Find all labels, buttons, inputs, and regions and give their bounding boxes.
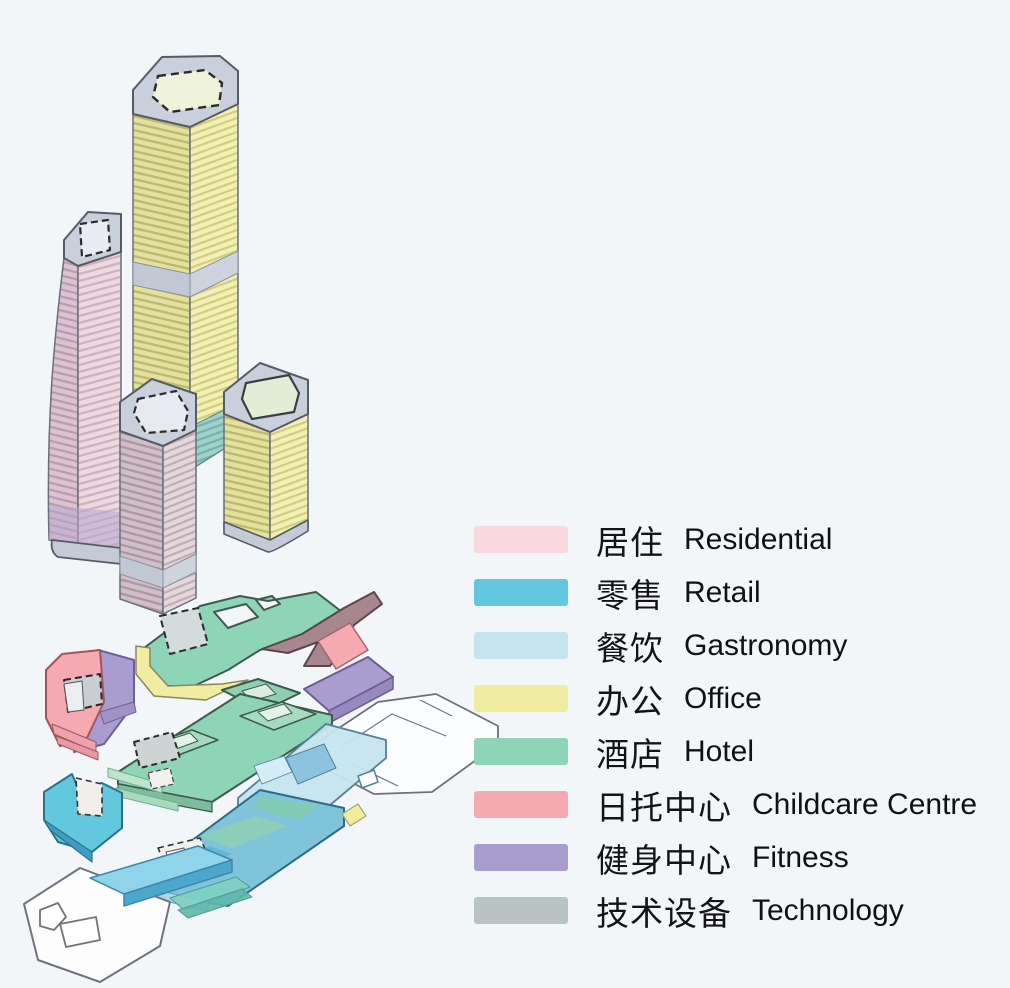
legend-swatch-gastronomy xyxy=(474,632,568,659)
podium-roof-core-outline xyxy=(159,607,209,655)
legend-swatch-childcare xyxy=(474,791,568,818)
hotel-plate xyxy=(107,678,333,813)
tower-office-right xyxy=(223,362,309,553)
legend-item-hotel: 酒店 Hotel xyxy=(474,725,977,778)
legend: 居住 Residential 零售 Retail 餐饮 Gastronomy 办… xyxy=(474,513,977,937)
legend-label-en: Gastronomy xyxy=(684,628,848,662)
legend-label-zh: 技术设备 xyxy=(596,894,732,932)
legend-label-en: Retail xyxy=(684,575,761,609)
tower-residential xyxy=(47,211,122,565)
retail-block xyxy=(43,773,123,863)
legend-label-zh: 日托中心 xyxy=(596,788,732,826)
fitness-slab xyxy=(303,656,394,724)
legend-label-en: Childcare Centre xyxy=(752,787,978,821)
access-strip xyxy=(89,845,233,907)
tower-c-core-outline xyxy=(132,389,190,435)
legend-label-zh: 办公 xyxy=(596,682,664,720)
legend-item-office: 办公 Office xyxy=(474,672,977,725)
legend-label-en: Technology xyxy=(752,893,904,927)
tower-a-core-outline xyxy=(151,68,224,114)
childcare-block xyxy=(45,649,137,761)
tower-b-base xyxy=(50,539,122,565)
legend-item-residential: 居住 Residential xyxy=(474,513,977,566)
retail-office-tab xyxy=(341,803,367,827)
legend-swatch-retail xyxy=(474,579,568,606)
legend-label-zh: 餐饮 xyxy=(596,629,664,667)
tower-d-base xyxy=(223,519,309,553)
tower-d-core-outline xyxy=(240,373,301,421)
legend-label-zh: 居住 xyxy=(596,523,664,561)
legend-label-zh: 零售 xyxy=(596,576,664,614)
tower-b-fitness-band xyxy=(49,505,121,548)
legend-swatch-residential xyxy=(474,526,568,553)
legend-item-technology: 技术设备 Technology xyxy=(474,884,977,937)
legend-item-retail: 零售 Retail xyxy=(474,566,977,619)
legend-item-gastronomy: 餐饮 Gastronomy xyxy=(474,619,977,672)
legend-swatch-fitness xyxy=(474,844,568,871)
podium-office-band xyxy=(135,645,249,701)
hotel-core-outline xyxy=(133,731,181,769)
legend-label-zh: 健身中心 xyxy=(596,841,732,879)
tower-b-core-outline xyxy=(78,218,112,259)
legend-swatch-office xyxy=(474,685,568,712)
tower-c-tech-band xyxy=(119,553,197,589)
legend-swatch-technology xyxy=(474,897,568,924)
podium-roof-plate xyxy=(135,591,394,724)
legend-label-en: Residential xyxy=(684,522,833,556)
legend-item-childcare: 日托中心 Childcare Centre xyxy=(474,778,977,831)
link-bridge xyxy=(317,622,369,670)
legend-label-zh: 酒店 xyxy=(596,735,664,773)
legend-label-en: Hotel xyxy=(684,734,755,768)
legend-label-en: Fitness xyxy=(752,840,849,874)
legend-item-fitness: 健身中心 Fitness xyxy=(474,831,977,884)
retail-block-core-outline xyxy=(75,777,103,817)
tower-front-small xyxy=(119,378,197,615)
legend-swatch-hotel xyxy=(474,738,568,765)
tower-a-tech-band xyxy=(132,250,239,298)
legend-label-en: Office xyxy=(684,681,762,715)
